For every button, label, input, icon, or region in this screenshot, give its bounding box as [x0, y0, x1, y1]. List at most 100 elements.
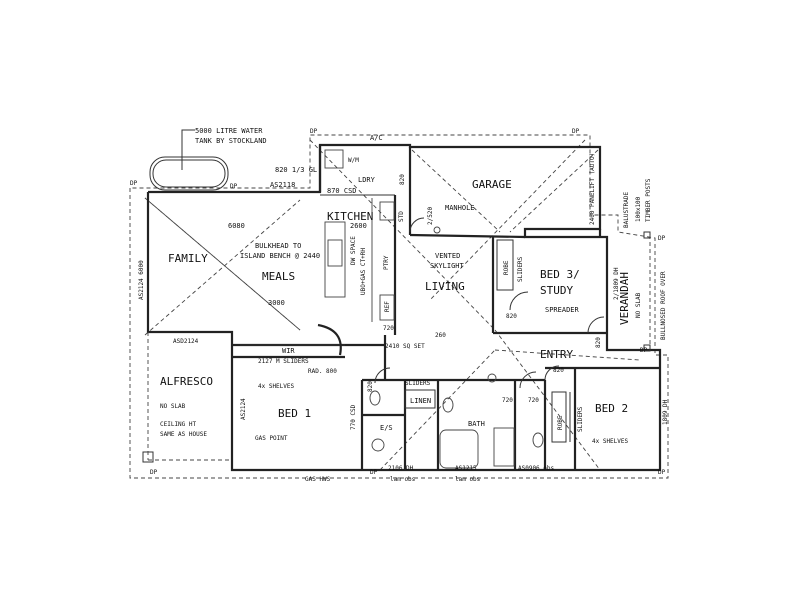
dp-note-5: DP: [658, 235, 666, 242]
ubo-gas-note: UBO+GAS CT+RH: [360, 248, 367, 295]
as0906-note: AS0906 obs: [518, 465, 555, 472]
csd-870-note: 870 CSD: [327, 187, 357, 195]
sliders-wir: 2127 M SLIDERS: [258, 358, 309, 365]
shelves-wir: 4x SHELVES: [258, 383, 295, 390]
verandah-label: VERANDAH: [618, 272, 631, 325]
kitchen-label: KITCHEN: [327, 210, 373, 223]
es-label: E/S: [380, 424, 393, 432]
balustrade-note: BALUSTRADE: [623, 191, 630, 228]
door-820-es: 820: [367, 381, 374, 392]
bulkhead-note-2: ISLAND BENCH @ 2440: [240, 252, 320, 260]
water-tank-note-1: 5000 LITRE WATER: [195, 127, 263, 135]
dw-space-note: DW SPACE: [350, 236, 357, 265]
meals-label: MEALS: [262, 270, 295, 283]
water-tank-note-2: TANK BY STOCKLAND: [195, 137, 267, 145]
ceiling-note-1: CEILING HT: [160, 421, 197, 428]
vented-skylight-1: VENTED: [435, 252, 460, 260]
as1215-note: AS1215: [455, 465, 477, 472]
dp-note-3: DP: [230, 183, 238, 190]
shelves-bed2: 4x SHELVES: [592, 438, 629, 445]
ac-note: A/C: [370, 134, 383, 142]
bed3-label: BED 3/: [540, 268, 580, 281]
bed2-label: BED 2: [595, 402, 628, 415]
posts-note-2: TIMBER POSTS: [645, 178, 652, 222]
family-label: FAMILY: [168, 252, 208, 265]
dh-2106: 2106 DH: [388, 465, 414, 472]
asd2124-note: ASD2124: [173, 338, 199, 345]
living-label: LIVING: [425, 280, 465, 293]
gas-point-note: GAS POINT: [255, 435, 288, 442]
dim-3000: 3000: [268, 299, 285, 307]
bathroom-fixtures: [369, 226, 544, 469]
garage-roof-lines: [411, 149, 599, 233]
dp-note-9: DP: [658, 469, 666, 476]
internal-walls: [232, 145, 660, 470]
dp-note-6: DP: [640, 347, 648, 354]
csd-770-note: 770 CSD: [350, 404, 357, 430]
door-820-entry: 820: [553, 367, 564, 374]
gas-hws-note: GAS HWS: [305, 476, 331, 483]
kitchen-fixtures: [324, 149, 395, 322]
alfresco-label: ALFRESCO: [160, 375, 213, 388]
ref-label: REF: [384, 301, 391, 312]
door-720-bed2: 720: [528, 397, 539, 404]
dh-1809: 1809 DH: [662, 399, 669, 425]
verandah-posts: [643, 231, 651, 352]
dim-2600: 2600: [350, 222, 367, 230]
wm-note: W/M: [348, 157, 359, 164]
lam-obs-1: lam obs: [390, 476, 416, 483]
manhole-note: MANHOLE: [445, 204, 475, 212]
door-720-living: 720: [383, 325, 394, 332]
as2118-note: AS2118: [270, 181, 295, 189]
sliders-linen: SLIDERS: [405, 380, 431, 387]
rad-800: RAD. 800: [308, 368, 337, 375]
panelift-note: 2400 PANELIFT (AUTO): [589, 153, 596, 225]
door-720-bath: 720: [502, 397, 513, 404]
dp-note-7: DP: [150, 469, 158, 476]
dh-2-1809: 2/1809 DH: [613, 267, 620, 300]
lam-obs-2: lam obs: [455, 476, 481, 483]
door-2520-note: 2/520: [427, 207, 434, 225]
window-820-gl: 820 1/3 GL: [275, 166, 317, 174]
garage-label: GARAGE: [472, 178, 512, 191]
water-tank: [149, 129, 229, 191]
dp-note-2: DP: [572, 128, 580, 135]
wir-curve: [317, 323, 342, 356]
spreader-note: SPREADER: [545, 306, 580, 314]
std-label: STD: [398, 211, 405, 222]
entry-label: ENTRY: [540, 348, 573, 361]
no-slab-verandah: NO SLAB: [635, 292, 642, 318]
no-slab-alfresco: NO SLAB: [160, 403, 186, 410]
alfresco-outline: [142, 332, 232, 463]
ldry-label: LDRY: [358, 176, 376, 184]
dp-note-8: DP: [370, 469, 378, 476]
sliders-bed3: SLIDERS: [517, 256, 524, 282]
linen-label: LINEN: [410, 397, 431, 405]
bulkhead-note-1: BULKHEAD TO: [255, 242, 301, 250]
dim-6080: 6080: [228, 222, 245, 230]
bed1-label: BED 1: [278, 407, 311, 420]
ceiling-note-2: SAME AS HOUSE: [160, 431, 207, 438]
door-820-verandah: 820: [595, 337, 602, 348]
posts-note-1: 100x100: [635, 196, 642, 222]
dim-260: 260: [435, 332, 446, 339]
robe-bed2-label: ROBE: [557, 415, 564, 430]
door-swings: [374, 217, 605, 389]
door-820-ldry: 820: [399, 174, 406, 185]
dp-note-1: DP: [310, 128, 318, 135]
study-label: STUDY: [540, 284, 573, 297]
sliders-bed2: SLIDERS: [577, 406, 584, 432]
bullnosed-note: BULLNOSED ROOF OVER: [660, 271, 667, 340]
bath-label: BATH: [468, 420, 485, 428]
roof-outline: [129, 134, 669, 479]
door-820-bed3: 820: [506, 313, 517, 320]
ptry-label: PTRY: [383, 255, 390, 270]
vented-skylight-2: SKYLIGHT: [430, 262, 465, 270]
as2124-6000-note: AS2124 6000: [138, 260, 145, 300]
sq-set-note: 2410 SQ SET: [385, 343, 425, 350]
dp-note-4: DP: [130, 180, 138, 187]
robe-bed3-label: ROBE: [503, 260, 510, 275]
wir-label: WIR: [282, 347, 295, 355]
as2124-bed1: AS2124: [240, 398, 247, 420]
